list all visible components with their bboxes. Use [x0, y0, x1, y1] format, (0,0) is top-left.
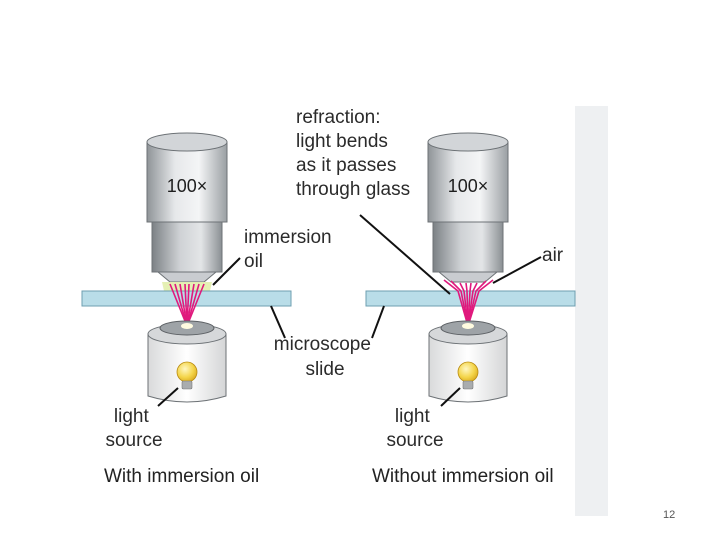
page-number: 12: [663, 509, 675, 521]
refraction-label: refraction: light bends as it passes thr…: [296, 107, 410, 200]
light-source-label-right: light source: [386, 406, 443, 451]
leader-lines: [157, 214, 542, 407]
left-objective-magnification: 100×: [167, 176, 208, 196]
air-label: air: [542, 245, 564, 266]
right-objective-lower: [432, 221, 504, 273]
right-setup: 100×: [365, 132, 576, 403]
right-objective-tip: [437, 271, 499, 283]
leader-air: [492, 256, 542, 284]
left-light-rays: [169, 283, 205, 327]
right-light-rays: [443, 279, 494, 327]
right-objective-magnification: 100×: [448, 176, 489, 196]
leader-immersion-oil: [212, 257, 241, 286]
light-source-label-left: light source: [105, 406, 162, 451]
left-bulb-icon: [176, 361, 198, 390]
leader-refraction: [359, 214, 451, 295]
left-objective-lower: [151, 221, 223, 273]
left-immersion-oil: [162, 282, 212, 291]
microscope-slide-label: microscope slide: [274, 334, 376, 380]
caption-without-oil: Without immersion oil: [372, 466, 554, 487]
leader-slide-left: [270, 305, 286, 339]
leader-source-right: [440, 387, 461, 407]
right-bulb-icon: [457, 361, 479, 390]
left-objective-tip: [156, 271, 218, 283]
immersion-oil-label: immersion oil: [244, 227, 337, 272]
caption-with-oil: With immersion oil: [104, 466, 259, 487]
leader-slide-right: [371, 305, 385, 339]
left-setup: 100×: [81, 132, 292, 403]
leader-source-left: [157, 387, 179, 407]
side-panel: [575, 106, 608, 516]
